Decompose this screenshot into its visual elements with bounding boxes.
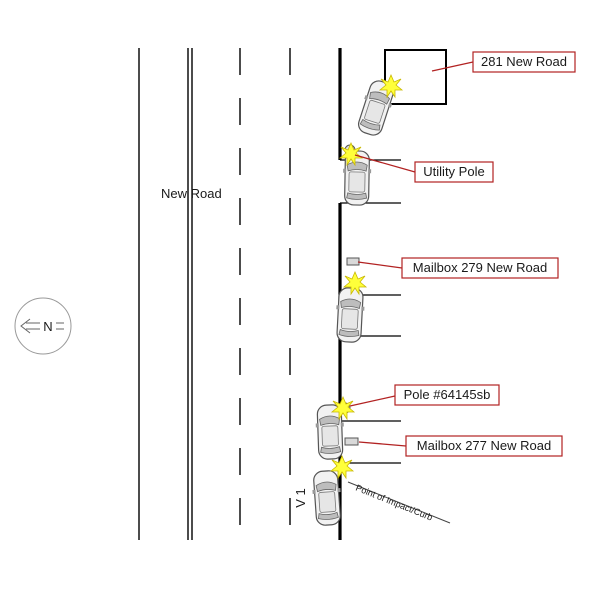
impact-annotation-line [347,481,451,524]
callout-pole-64145sb-label: Pole #64145sb [404,387,491,402]
callout-utility-pole: Utility Pole [414,161,494,183]
callout-mailbox-279-label: Mailbox 279 New Road [413,260,547,275]
callout-pole-64145sb: Pole #64145sb [394,384,500,406]
mailbox-277-marker [344,437,359,446]
callout-mailbox-277-label: Mailbox 277 New Road [417,438,551,453]
road-name-label: New Road [161,186,222,201]
callout-utility-pole-label: Utility Pole [423,164,484,179]
vehicle-label: V 1 [293,488,308,508]
callout-leaders [349,61,474,447]
house-281-outline [384,49,447,105]
callout-281-new-road: 281 New Road [472,51,576,73]
callout-mailbox-277: Mailbox 277 New Road [405,435,563,457]
north-compass-label: N [43,319,52,334]
callout-281-new-road-label: 281 New Road [481,54,567,69]
callout-mailbox-279: Mailbox 279 New Road [401,257,559,279]
north-compass: N [14,297,72,355]
mailbox-279-marker [346,257,360,266]
road-lines [138,48,342,540]
impact-annotation-label: Point of Impact/Curb [354,483,434,523]
north-arrow-icon [20,318,64,334]
vehicle-position-3 [334,286,366,344]
